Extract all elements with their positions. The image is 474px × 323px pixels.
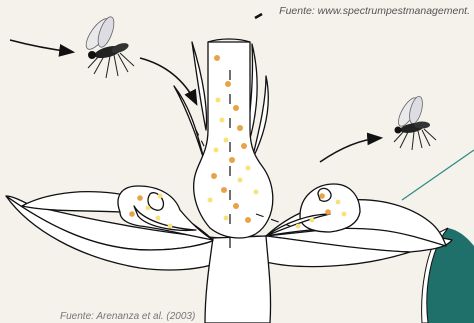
arrow-icon xyxy=(320,138,380,162)
source-credit-bottom: Fuente: Arenanza et al. (2003) xyxy=(60,311,195,322)
decorative-teal-line xyxy=(402,150,474,200)
arrow-fragment xyxy=(255,14,262,18)
source-credit-top: Fuente: www.spectrumpestmanagement. xyxy=(279,5,470,17)
arrow-icon xyxy=(10,40,72,52)
arrow-icon xyxy=(140,58,196,103)
gnat-icon xyxy=(82,15,134,78)
gnat-icon xyxy=(394,95,436,150)
